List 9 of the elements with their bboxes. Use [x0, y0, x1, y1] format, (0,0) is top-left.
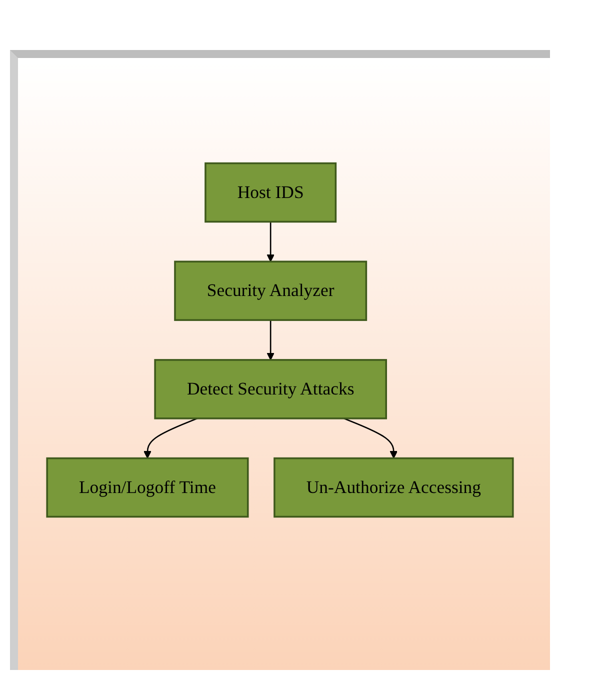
node-box: Un-Authorize Accessing	[274, 457, 514, 518]
node-box: Security Analyzer	[174, 260, 368, 321]
node-box: Host IDS	[204, 162, 337, 223]
arrow	[266, 222, 274, 262]
arrow	[266, 320, 274, 360]
node-box: Detect Security Attacks	[154, 359, 387, 420]
arrow	[344, 418, 398, 459]
node-box: Login/Logoff Time	[46, 457, 249, 518]
arrow	[144, 418, 198, 459]
